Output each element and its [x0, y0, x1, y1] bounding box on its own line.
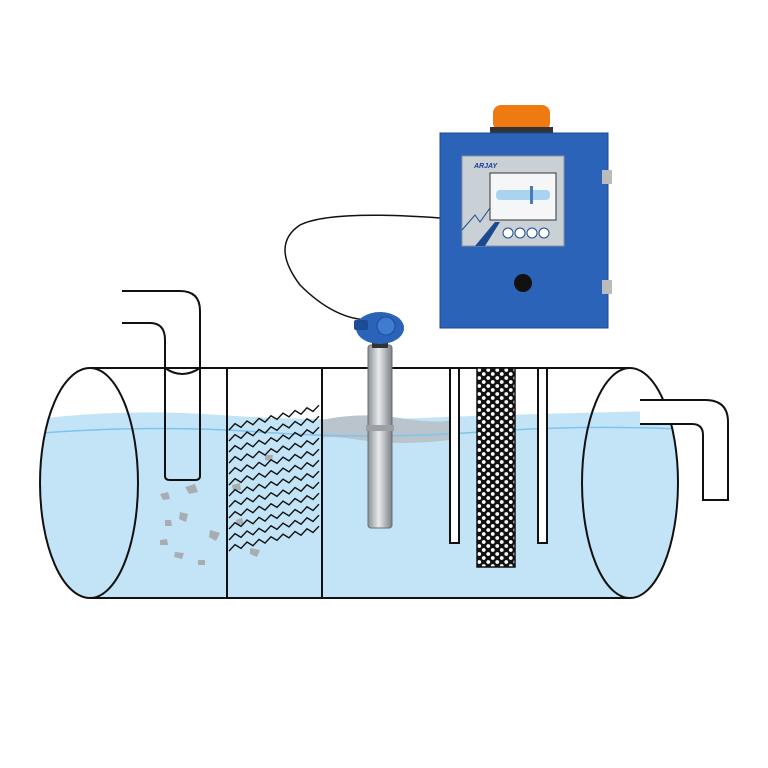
coalescer-media: [476, 367, 516, 568]
tank: [40, 410, 678, 598]
plate-zigzag: [228, 492, 320, 519]
plate-zigzag: [228, 481, 320, 508]
weir-slot-2: [537, 367, 548, 544]
plate-zigzag: [228, 514, 320, 541]
sediment-debris: [160, 455, 273, 565]
back-icon[interactable]: [538, 227, 550, 239]
plate-zigzag: [228, 437, 320, 464]
plate-zigzag: [228, 503, 320, 530]
plate-zigzag: [228, 525, 320, 552]
coalescing-plates: [228, 404, 320, 552]
plate-zigzag: [228, 426, 320, 453]
tank-right-end: [581, 367, 631, 599]
plate-zigzag: [228, 459, 320, 486]
svg-text:ARJAY: ARJAY: [473, 163, 499, 170]
plate-zigzag: [228, 470, 320, 497]
plate-zigzag: [228, 448, 320, 475]
wrench-icon[interactable]: [526, 227, 538, 239]
inlet-pipe: [122, 290, 201, 481]
cable-gland: [514, 274, 532, 292]
plate-zigzag: [228, 415, 320, 442]
controller-logo: ARJAY: [473, 163, 499, 170]
tank-left-end: [89, 367, 139, 599]
weir-slot-1: [449, 367, 460, 544]
water: [40, 410, 678, 598]
help-icon[interactable]: [514, 227, 526, 239]
oil-sensor: [354, 312, 404, 529]
plate-zigzag: [228, 404, 320, 431]
sensor-cable: [284, 214, 441, 321]
beacon-light: [493, 105, 550, 131]
outlet-pipe: [640, 399, 729, 501]
home-icon[interactable]: [502, 227, 514, 239]
controller-enclosure: ARJAY: [439, 105, 612, 329]
